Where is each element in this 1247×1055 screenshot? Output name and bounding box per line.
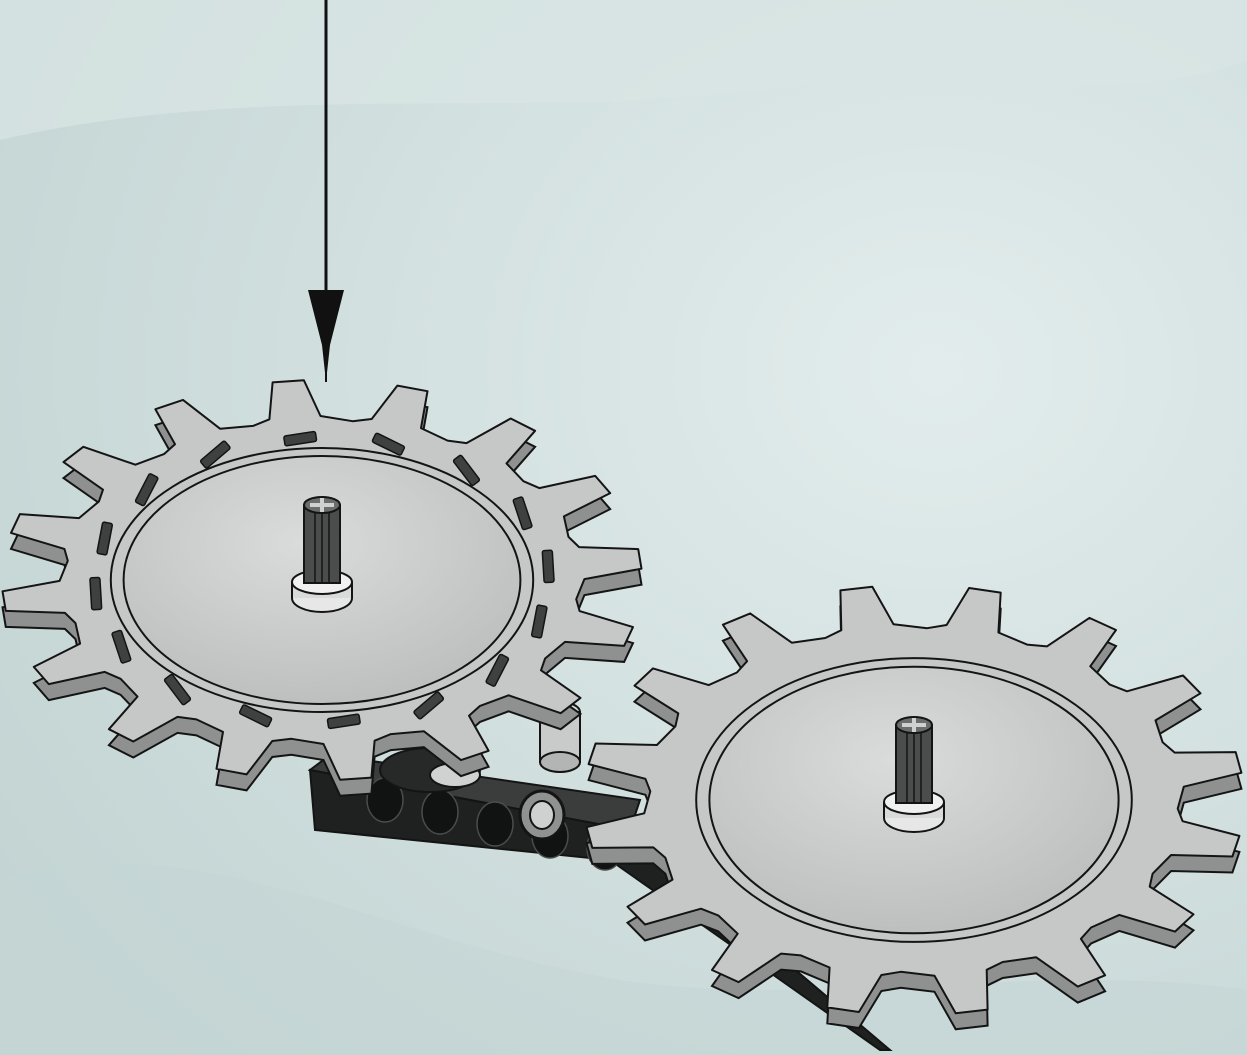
gear-slot (542, 550, 554, 583)
beam-hole (477, 802, 513, 846)
beam-hole (422, 790, 458, 834)
gear-slot (90, 577, 102, 610)
